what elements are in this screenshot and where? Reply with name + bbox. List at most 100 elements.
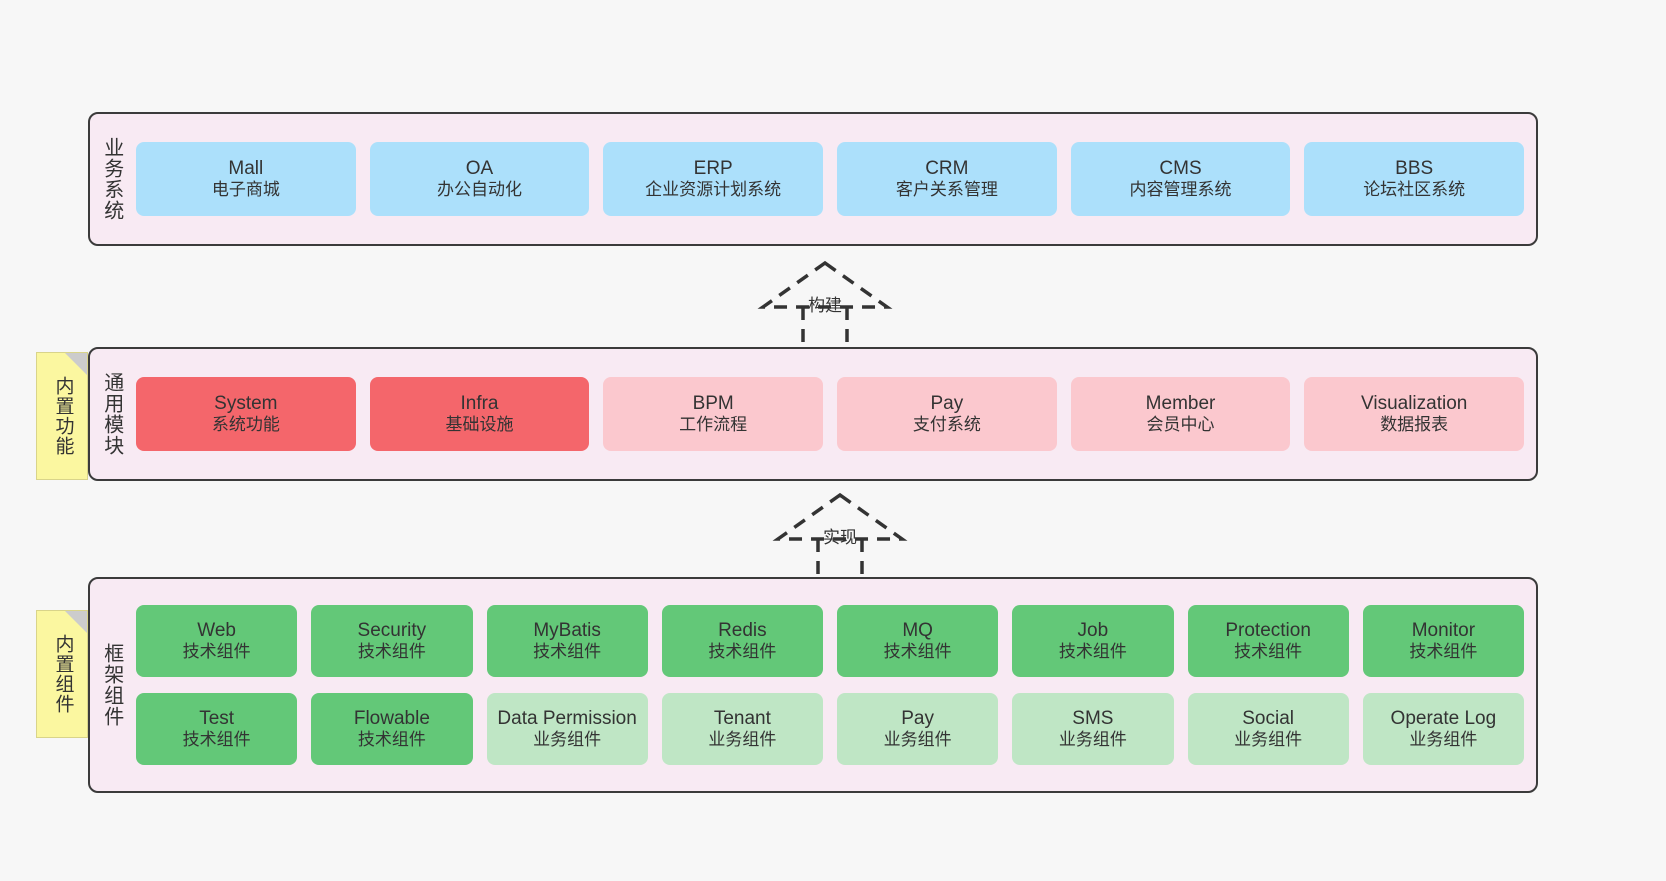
card-title: SMS (1072, 708, 1114, 730)
framework-row-business: Test 技术组件 Flowable 技术组件 Data Permission … (136, 693, 1524, 765)
card-title: Pay (930, 393, 964, 415)
card-title: Social (1242, 708, 1294, 730)
sticky-note-builtin-features: 内置功能 (36, 352, 88, 480)
card-subtitle: 基础设施 (445, 415, 514, 435)
card-bbs[interactable]: BBS 论坛社区系统 (1304, 142, 1525, 216)
card-protection[interactable]: Protection 技术组件 (1187, 605, 1349, 677)
framework-components-grid: Web 技术组件 Security 技术组件 MyBatis 技术组件 Redi… (132, 579, 1536, 791)
card-subtitle: 论坛社区系统 (1363, 180, 1466, 200)
card-title: Redis (718, 620, 767, 642)
card-subtitle: 技术组件 (883, 642, 952, 662)
card-subtitle: 技术组件 (533, 642, 602, 662)
card-title: Visualization (1361, 393, 1468, 415)
card-subtitle: 技术组件 (357, 642, 426, 662)
sticky-note-builtin-components: 内置组件 (36, 610, 88, 738)
card-subtitle: 业务组件 (883, 730, 952, 750)
layer-title-general-modules: 通用模块 (100, 372, 123, 456)
card-title: Test (199, 708, 235, 730)
general-modules-card-row: System 系统功能 Infra 基础设施 BPM 工作流程 Pay 支付系统… (132, 349, 1536, 479)
card-redis[interactable]: Redis 技术组件 (661, 605, 823, 677)
card-mall[interactable]: Mall 电子商城 (136, 142, 356, 216)
card-pay-module[interactable]: Pay 支付系统 (837, 377, 1057, 451)
card-title: Flowable (353, 708, 430, 730)
layer-general-modules: 通用模块 System 系统功能 Infra 基础设施 BPM 工作流程 Pay… (88, 347, 1538, 481)
layer-title-business-systems: 业务系统 (100, 137, 123, 221)
card-security[interactable]: Security 技术组件 (311, 605, 473, 677)
card-subtitle: 支付系统 (912, 415, 981, 435)
card-title: Security (357, 620, 427, 642)
card-subtitle: 系统功能 (211, 415, 280, 435)
card-subtitle: 业务组件 (533, 730, 602, 750)
card-data-permission[interactable]: Data Permission 业务组件 (486, 693, 648, 765)
card-subtitle: 技术组件 (1234, 642, 1303, 662)
card-crm[interactable]: CRM 客户关系管理 (837, 142, 1057, 216)
card-test[interactable]: Test 技术组件 (136, 693, 298, 765)
card-tenant[interactable]: Tenant 业务组件 (661, 693, 823, 765)
page-fold-icon (65, 353, 87, 375)
card-title: Job (1077, 620, 1109, 642)
card-title: OA (465, 158, 494, 180)
layer-title-framework-components: 框架组件 (100, 643, 123, 727)
card-job[interactable]: Job 技术组件 (1012, 605, 1174, 677)
card-member[interactable]: Member 会员中心 (1070, 377, 1291, 451)
card-subtitle: 电子商城 (211, 180, 280, 200)
card-title: Mall (228, 158, 264, 180)
card-infra[interactable]: Infra 基础设施 (369, 377, 590, 451)
card-title: ERP (693, 158, 733, 180)
card-social[interactable]: Social 业务组件 (1187, 693, 1349, 765)
card-subtitle: 技术组件 (1058, 642, 1127, 662)
card-title: Data Permission (497, 708, 637, 730)
business-systems-card-row: Mall 电子商城 OA 办公自动化 ERP 企业资源计划系统 CRM 客户关系… (132, 114, 1536, 244)
card-subtitle: 技术组件 (1409, 642, 1478, 662)
card-subtitle: 业务组件 (1409, 730, 1478, 750)
framework-row-technical: Web 技术组件 Security 技术组件 MyBatis 技术组件 Redi… (136, 605, 1524, 677)
card-cms[interactable]: CMS 内容管理系统 (1070, 142, 1291, 216)
card-flowable[interactable]: Flowable 技术组件 (311, 693, 473, 765)
card-subtitle: 业务组件 (1058, 730, 1127, 750)
card-title: Infra (460, 393, 499, 415)
card-title: MyBatis (533, 620, 601, 642)
card-system[interactable]: System 系统功能 (136, 377, 356, 451)
card-subtitle: 会员中心 (1146, 415, 1215, 435)
card-title: Pay (901, 708, 934, 730)
card-subtitle: 办公自动化 (437, 180, 522, 200)
card-subtitle: 数据报表 (1380, 415, 1449, 435)
sticky-note-label: 内置组件 (52, 634, 74, 714)
card-pay-component[interactable]: Pay 业务组件 (837, 693, 999, 765)
card-monitor[interactable]: Monitor 技术组件 (1362, 605, 1524, 677)
layer-business-systems: 业务系统 Mall 电子商城 OA 办公自动化 ERP 企业资源计划系统 CRM… (88, 112, 1538, 246)
card-title: MQ (902, 620, 933, 642)
card-title: Operate Log (1390, 708, 1497, 730)
card-title: Protection (1225, 620, 1311, 642)
card-operate-log[interactable]: Operate Log 业务组件 (1362, 693, 1524, 765)
card-erp[interactable]: ERP 企业资源计划系统 (603, 142, 824, 216)
card-oa[interactable]: OA 办公自动化 (369, 142, 590, 216)
card-title: CMS (1159, 158, 1202, 180)
card-subtitle: 技术组件 (357, 730, 426, 750)
card-web[interactable]: Web 技术组件 (136, 605, 298, 677)
card-title: BBS (1395, 158, 1434, 180)
card-sms[interactable]: SMS 业务组件 (1012, 693, 1174, 765)
card-title: CRM (925, 158, 969, 180)
card-subtitle: 工作流程 (679, 415, 748, 435)
card-title: BPM (692, 393, 734, 415)
card-subtitle: 技术组件 (182, 730, 251, 750)
card-title: Monitor (1411, 620, 1476, 642)
card-title: Member (1145, 393, 1216, 415)
card-subtitle: 企业资源计划系统 (645, 180, 782, 200)
card-subtitle: 客户关系管理 (895, 180, 998, 200)
layer-framework-components: 框架组件 Web 技术组件 Security 技术组件 MyBatis 技术组件… (88, 577, 1538, 793)
sticky-note-label: 内置功能 (52, 376, 74, 456)
card-title: Web (197, 620, 236, 642)
card-bpm[interactable]: BPM 工作流程 (603, 377, 824, 451)
connector-build-label: 构建 (808, 296, 842, 315)
card-visualization[interactable]: Visualization 数据报表 (1304, 377, 1525, 451)
card-mq[interactable]: MQ 技术组件 (837, 605, 999, 677)
card-title: System (214, 393, 278, 415)
connector-implement: 实现 (750, 487, 930, 587)
card-subtitle: 内容管理系统 (1129, 180, 1232, 200)
card-subtitle: 技术组件 (708, 642, 777, 662)
card-mybatis[interactable]: MyBatis 技术组件 (486, 605, 648, 677)
card-subtitle: 技术组件 (182, 642, 251, 662)
